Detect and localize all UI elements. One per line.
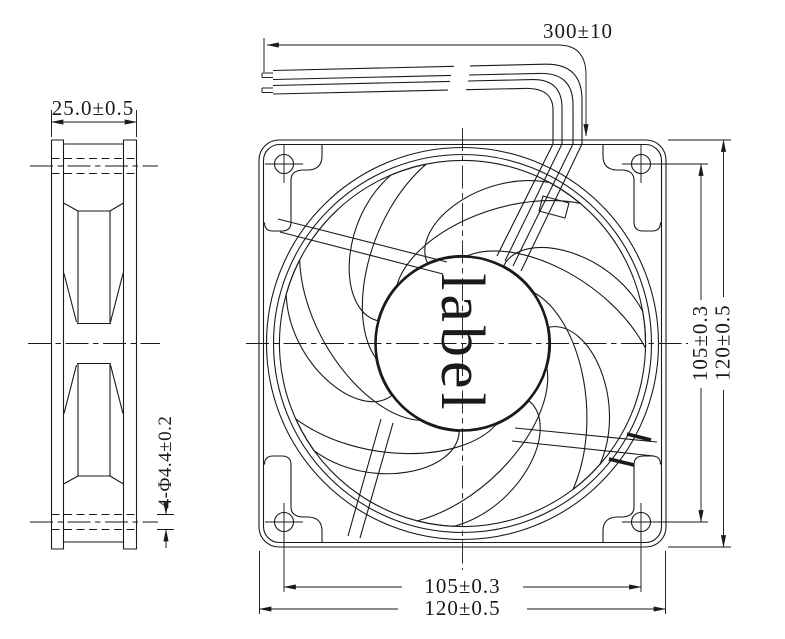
internal-wire-run xyxy=(496,143,583,272)
side-venturi-profile xyxy=(63,202,124,485)
dim-thickness: 25.0±0.5 xyxy=(50,96,138,137)
dim-wire-length-text: 300±10 xyxy=(543,19,613,43)
side-view: 25.0±0.5 4-Φ4.4±0.2 xyxy=(28,96,176,550)
front-centerlines xyxy=(246,128,688,570)
side-flange-left xyxy=(50,139,65,550)
dim-hole-pitch-vertical-text: 105±0.3 xyxy=(688,305,712,381)
lead-wire-exit-lower xyxy=(608,457,635,467)
dim-thickness-text: 25.0±0.5 xyxy=(52,96,135,120)
dim-hole-pitch-vertical: 105±0.3 xyxy=(655,163,712,523)
lead-wires xyxy=(261,63,583,144)
side-centerlines xyxy=(28,165,160,523)
cable-tie xyxy=(538,195,570,219)
mounting-holes xyxy=(265,145,660,541)
wire-a xyxy=(272,65,455,72)
dim-frame-width: 120±0.5 xyxy=(258,551,667,620)
side-hidden-holes xyxy=(51,158,137,530)
dim-frame-height-text: 120±0.5 xyxy=(711,304,735,380)
wire-b xyxy=(272,80,451,87)
dim-mount-holes: 4-Φ4.4±0.2 xyxy=(155,416,176,548)
side-flange-right xyxy=(122,139,138,550)
dim-mount-holes-text: 4-Φ4.4±0.2 xyxy=(155,416,176,509)
support-struts xyxy=(277,218,658,539)
mounting-hole-top-left xyxy=(265,145,303,183)
wire-stripped-tips xyxy=(261,72,273,93)
mounting-hole-top-right xyxy=(622,145,660,183)
dim-hole-pitch-horizontal: 105±0.3 xyxy=(283,532,642,598)
front-view: label xyxy=(246,128,688,570)
dim-frame-height: 120±0.5 xyxy=(668,139,735,548)
dim-hole-pitch-horizontal-text: 105±0.3 xyxy=(424,574,500,598)
dim-wire-length: 300±10 xyxy=(263,19,613,137)
dim-frame-width-text: 120±0.5 xyxy=(424,596,500,620)
mounting-hole-bottom-left xyxy=(265,503,303,541)
lead-wire-exit-upper xyxy=(626,432,652,442)
